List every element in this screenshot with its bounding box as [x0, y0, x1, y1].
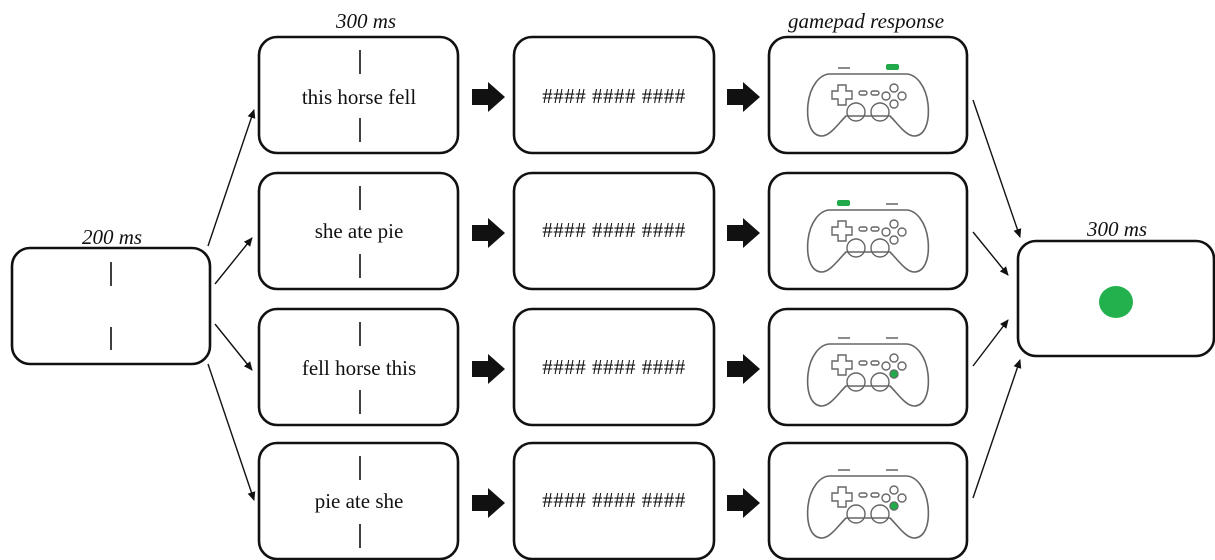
response-to-feedback-arrows: [972, 99, 1022, 499]
mask-text: #### #### ####: [542, 488, 686, 512]
sentence-timing-label: 300 ms: [335, 9, 396, 33]
mask-screen: #### #### ####: [512, 171, 716, 291]
response-screen: [767, 171, 969, 291]
face-button-highlight: [890, 502, 898, 510]
trial-row: pie ate she #### #### ####: [257, 441, 969, 560]
block-arrow: [727, 354, 760, 384]
right-shoulder-highlight: [886, 64, 899, 70]
face-button-highlight: [890, 370, 898, 378]
sentence-screen: this horse fell: [257, 35, 460, 155]
feedback-screen: [1016, 239, 1215, 358]
green-dot: [1099, 286, 1133, 318]
fixation-screen: [10, 246, 212, 366]
response-timing-label: gamepad response: [788, 9, 944, 33]
left-shoulder-highlight: [837, 200, 850, 206]
mask-screen: #### #### ####: [512, 35, 716, 155]
sentence-text: pie ate she: [315, 489, 404, 513]
block-arrow: [472, 488, 505, 518]
trial-row: fell horse this #### #### ####: [257, 307, 969, 427]
gamepad-icon: [806, 64, 930, 137]
block-arrow: [472, 218, 505, 248]
mask-text: #### #### ####: [542, 84, 686, 108]
mask-screen: #### #### ####: [512, 307, 716, 427]
fixation-timing-label: 200 ms: [82, 225, 142, 249]
sentence-text: fell horse this: [302, 356, 416, 380]
sentence-screen: she ate pie: [257, 171, 460, 291]
block-arrow: [727, 82, 760, 112]
response-screen: [767, 441, 969, 560]
block-arrow: [727, 488, 760, 518]
fixation-to-sentence-arrows: [207, 109, 256, 501]
mask-text: #### #### ####: [542, 355, 686, 379]
trial-row: this horse fell #### #### ####: [257, 35, 969, 155]
gamepad-icon: [806, 337, 930, 407]
feedback-timing-label: 300 ms: [1086, 217, 1147, 241]
gamepad-icon: [806, 200, 930, 273]
trial-row: she ate pie #### #### ####: [257, 171, 969, 291]
response-screen: [767, 35, 969, 155]
mask-screen: #### #### ####: [512, 441, 716, 560]
sentence-text: she ate pie: [315, 219, 404, 243]
block-arrow: [472, 354, 505, 384]
response-screen: [767, 307, 969, 427]
block-arrow: [472, 82, 505, 112]
sentence-screen: pie ate she: [257, 441, 460, 560]
sentence-text: this horse fell: [302, 85, 416, 109]
mask-text: #### #### ####: [542, 218, 686, 242]
gamepad-icon: [806, 469, 930, 539]
block-arrow: [727, 218, 760, 248]
sentence-screen: fell horse this: [257, 307, 460, 427]
